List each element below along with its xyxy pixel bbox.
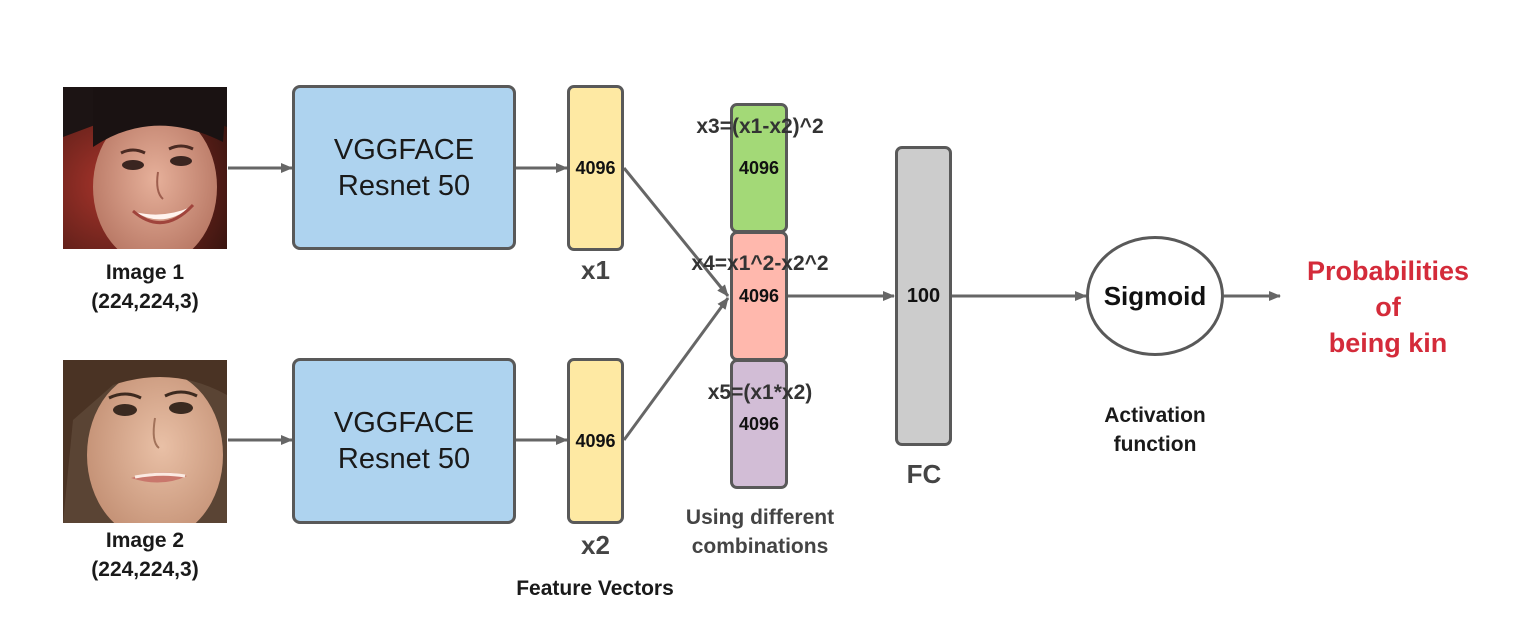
feature-vector-x1-name: x1 bbox=[581, 255, 610, 285]
feature-vector-x1: 4096 bbox=[567, 85, 624, 251]
image-2-label: Image 2 bbox=[105, 529, 185, 552]
output-line1: Probabilities bbox=[1306, 256, 1470, 286]
activation-caption: Activation function bbox=[1060, 401, 1250, 459]
combination-x3-size: 4096 bbox=[738, 157, 780, 178]
combination-x5-size: 4096 bbox=[738, 413, 780, 434]
sigmoid-node: Sigmoid bbox=[1086, 236, 1224, 356]
encoder-2-line2: Resnet 50 bbox=[337, 443, 471, 475]
activation-caption-line2: function bbox=[1113, 433, 1197, 456]
encoder-block-1: VGGFACE Resnet 50 bbox=[292, 85, 516, 250]
image-2-caption: Image 2 (224,224,3) bbox=[63, 526, 227, 584]
feature-vector-x2-size: 4096 bbox=[575, 430, 616, 451]
encoder-1-line1: VGGFACE bbox=[333, 133, 475, 166]
output-line2: of bbox=[1375, 292, 1401, 322]
sigmoid-label: Sigmoid bbox=[1103, 280, 1207, 311]
combinations-caption-line1: Using different bbox=[685, 506, 835, 529]
image-1-caption: Image 1 (224,224,3) bbox=[63, 258, 227, 316]
combination-x5: 4096 bbox=[730, 359, 788, 489]
combinations-caption-line2: combinations bbox=[691, 535, 829, 558]
combination-x4: 4096 bbox=[730, 231, 788, 361]
feature-vector-x2: 4096 bbox=[567, 358, 624, 524]
fc-layer: 100 bbox=[895, 146, 952, 446]
combination-x4-size: 4096 bbox=[738, 285, 780, 306]
combinations-caption: Using different combinations bbox=[650, 503, 870, 561]
fc-layer-name: FC bbox=[906, 459, 942, 489]
encoder-2-line1: VGGFACE bbox=[333, 407, 475, 439]
face-image-2 bbox=[63, 360, 227, 523]
combination-x4-formula: x4=x1^2-x2^2 bbox=[691, 252, 829, 275]
image-1-label: Image 1 bbox=[105, 261, 185, 284]
fc-layer-size: 100 bbox=[906, 284, 941, 307]
arrow-x1-to-combination bbox=[622, 167, 730, 297]
combination-x3-formula: x3=(x1-x2)^2 bbox=[696, 115, 824, 138]
combination-x3: 4096 bbox=[730, 103, 788, 233]
image-2-shape: (224,224,3) bbox=[91, 558, 199, 581]
face-image-1 bbox=[63, 87, 227, 249]
activation-caption-line1: Activation bbox=[1104, 404, 1206, 427]
encoder-1-line2: Resnet 50 bbox=[337, 169, 471, 202]
arrow-x2-to-combination bbox=[622, 297, 730, 441]
output-label: Probabilities of being kin bbox=[1278, 253, 1498, 361]
feature-vector-x2-name: x2 bbox=[581, 530, 610, 560]
feature-vector-x1-size: 4096 bbox=[575, 157, 616, 178]
feature-vectors-caption: Feature Vectors bbox=[516, 577, 674, 600]
encoder-block-2: VGGFACE Resnet 50 bbox=[292, 358, 516, 524]
output-line3: being kin bbox=[1328, 328, 1448, 358]
image-1-shape: (224,224,3) bbox=[91, 290, 199, 313]
combination-x5-formula: x5=(x1*x2) bbox=[707, 381, 813, 404]
